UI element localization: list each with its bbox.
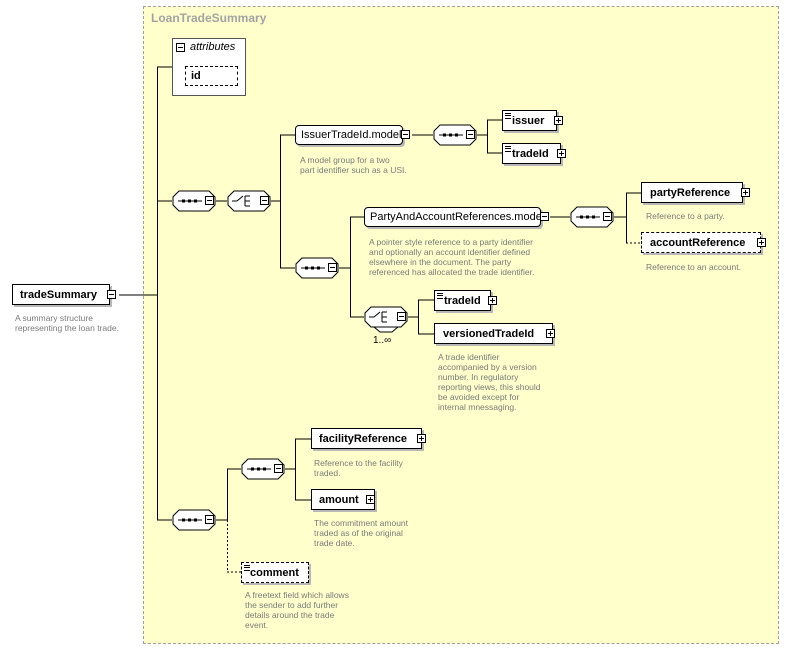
attribute-id[interactable]: id xyxy=(185,66,238,86)
collapse-icon[interactable] xyxy=(328,263,337,272)
element-label: partyReference xyxy=(650,186,731,199)
collapse-icon[interactable] xyxy=(205,196,214,205)
collapse-icon[interactable] xyxy=(397,312,406,321)
collapse-icon[interactable] xyxy=(401,130,410,139)
element-label: tradeId xyxy=(512,147,549,160)
collapse-icon[interactable] xyxy=(107,290,116,299)
expand-icon[interactable] xyxy=(741,188,750,197)
element-label: versionedTradeId xyxy=(443,327,535,340)
group-issuer-trade-id-model[interactable]: IssuerTradeId.model xyxy=(295,125,403,145)
collapse-icon[interactable] xyxy=(466,130,475,139)
collapse-icon[interactable] xyxy=(176,43,185,52)
element-trade-id-choice[interactable]: tradeId xyxy=(434,290,491,311)
group-label: IssuerTradeId.model xyxy=(301,129,402,141)
collapse-icon[interactable] xyxy=(274,464,283,473)
element-trade-summary[interactable]: tradeSummary xyxy=(12,284,110,305)
party-model-description: A pointer style reference to a party ide… xyxy=(369,237,535,277)
element-label: facilityReference xyxy=(319,432,408,445)
collapse-icon[interactable] xyxy=(540,212,549,221)
element-party-reference[interactable]: partyReference xyxy=(641,182,743,203)
container-title: LoanTradeSummary xyxy=(151,11,267,25)
element-label: issuer xyxy=(512,114,545,127)
expand-icon[interactable] xyxy=(554,116,563,125)
expand-icon[interactable] xyxy=(757,238,766,247)
element-label: tradeSummary xyxy=(20,288,98,301)
simple-type-icon xyxy=(505,113,511,119)
attribute-id-label: id xyxy=(191,70,201,82)
cardinality-label: 1..∞ xyxy=(373,335,392,346)
element-issuer[interactable]: issuer xyxy=(502,110,557,131)
simple-type-icon xyxy=(244,565,250,571)
group-label: PartyAndAccountReferences.model xyxy=(370,211,545,223)
expand-icon[interactable] xyxy=(417,434,426,443)
element-label: amount xyxy=(319,493,359,506)
element-label: tradeId xyxy=(444,294,481,307)
party-reference-description: Reference to a party. xyxy=(646,211,725,221)
element-trade-id[interactable]: tradeId xyxy=(502,143,561,164)
attributes-title: attributes xyxy=(190,41,236,53)
simple-type-icon xyxy=(505,146,511,152)
expand-icon[interactable] xyxy=(366,495,375,504)
expand-icon[interactable] xyxy=(557,149,566,158)
element-label: accountReference xyxy=(650,236,746,249)
collapse-icon[interactable] xyxy=(205,515,214,524)
collapse-icon[interactable] xyxy=(260,196,269,205)
expand-icon[interactable] xyxy=(546,329,555,338)
account-reference-description: Reference to an account. xyxy=(646,262,741,272)
simple-type-icon xyxy=(437,293,443,299)
element-comment[interactable]: comment xyxy=(241,562,309,583)
expand-icon[interactable] xyxy=(488,296,497,305)
element-label: comment xyxy=(250,566,299,579)
collapse-icon[interactable] xyxy=(603,212,612,221)
element-amount[interactable]: amount xyxy=(311,489,375,510)
group-party-and-account-references-model[interactable]: PartyAndAccountReferences.model xyxy=(364,207,545,227)
element-facility-reference[interactable]: facilityReference xyxy=(311,428,422,449)
element-versioned-trade-id[interactable]: versionedTradeId xyxy=(434,323,553,344)
element-account-reference[interactable]: accountReference xyxy=(641,232,761,253)
